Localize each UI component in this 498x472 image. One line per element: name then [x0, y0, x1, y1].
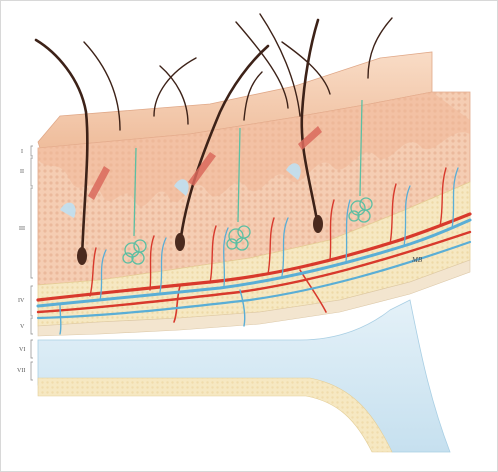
layer-label-ii: II: [20, 169, 24, 175]
layer-label-vi: VI: [19, 347, 25, 353]
layer-label-iii: III: [19, 226, 25, 232]
artist-signature: MB: [411, 256, 423, 264]
layer-brackets: [31, 146, 33, 380]
layer-label-i: I: [21, 149, 23, 155]
layer-label-vii: VII: [17, 368, 25, 374]
layer-label-v: V: [20, 324, 25, 330]
deep-layer-band-texture: [38, 378, 392, 452]
layer-label-iv: IV: [18, 298, 25, 304]
